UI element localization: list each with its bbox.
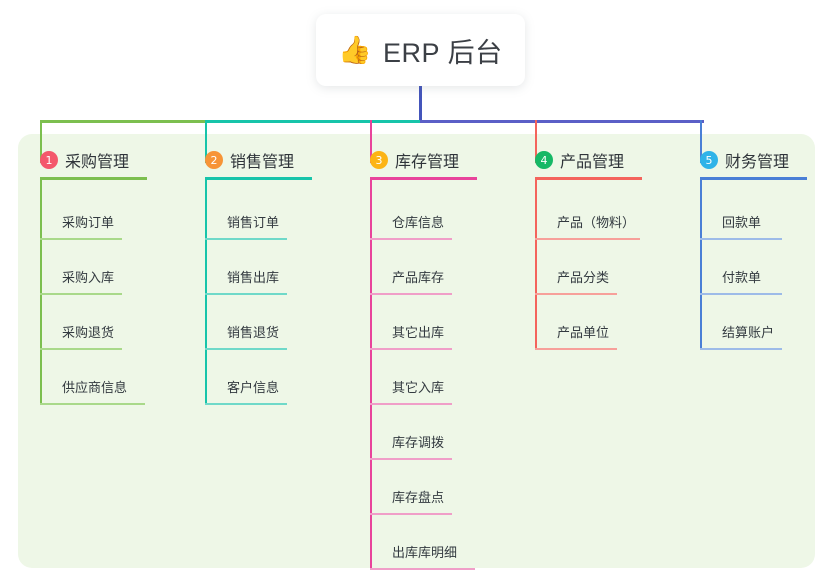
branch-index-badge: 3 <box>370 151 388 169</box>
drop-connector-1 <box>40 120 42 163</box>
leaf-node-label: 产品库存 <box>392 270 445 285</box>
leaf-node-label: 库存盘点 <box>392 490 445 505</box>
leaf-node-label: 采购入库 <box>62 270 115 285</box>
leaf-node-underline <box>205 293 287 295</box>
leaf-node-underline <box>205 348 287 350</box>
leaf-node-label: 销售退货 <box>227 325 280 340</box>
branch-header-label: 库存管理 <box>395 154 460 171</box>
branch-column-采购管理: 1 采购管理采购订单采购入库采购退货供应商信息 <box>40 148 147 405</box>
thumbs-up-icon: 👍 <box>338 34 373 65</box>
leaf-node-label: 结算账户 <box>722 325 775 340</box>
leaf-node-label: 供应商信息 <box>62 380 128 395</box>
leaf-node-label: 产品单位 <box>557 325 610 340</box>
leaf-node-underline <box>40 403 145 405</box>
leaf-node-underline <box>370 458 452 460</box>
leaf-node-label: 仓库信息 <box>392 215 445 230</box>
leaf-node-label: 其它出库 <box>392 325 445 340</box>
branch-column-库存管理: 3 库存管理仓库信息产品库存其它出库其它入库库存调拨库存盘点出库库明细 <box>370 148 477 570</box>
branch-stem <box>535 178 537 350</box>
leaf-node-label: 产品（物料） <box>557 215 636 230</box>
trunk-connector <box>419 86 422 123</box>
branch-index-badge: 2 <box>205 151 223 169</box>
leaf-node-underline <box>205 403 287 405</box>
leaf-node-underline <box>535 238 640 240</box>
leaf-node-label: 销售订单 <box>227 215 280 230</box>
bus-segment-teal <box>206 120 420 123</box>
leaf-node-underline <box>370 403 452 405</box>
branch-header-underline <box>205 177 312 180</box>
branch-header-采购管理[interactable]: 1 采购管理 <box>40 148 129 172</box>
leaf-node-label: 回款单 <box>722 215 762 230</box>
leaf-node-label: 采购退货 <box>62 325 115 340</box>
drop-connector-4 <box>535 120 537 163</box>
leaf-node-underline <box>370 513 452 515</box>
branch-header-销售管理[interactable]: 2 销售管理 <box>205 148 294 172</box>
bus-segment-purple <box>420 120 704 123</box>
leaf-node-label: 其它入库 <box>392 380 445 395</box>
branch-header-underline <box>370 177 477 180</box>
leaf-node-underline <box>370 568 475 570</box>
leaf-node-underline <box>40 238 122 240</box>
leaf-node-underline <box>40 293 122 295</box>
branch-header-产品管理[interactable]: 4 产品管理 <box>535 148 624 172</box>
branch-column-财务管理: 5 财务管理回款单付款单结算账户 <box>700 148 807 350</box>
leaf-node-underline <box>700 238 782 240</box>
drop-connector-5 <box>700 120 702 163</box>
root-node-title: ERP 后台 <box>383 37 503 68</box>
leaf-node-underline <box>370 293 452 295</box>
branch-index-badge: 5 <box>700 151 718 169</box>
leaf-node-underline <box>370 348 452 350</box>
branch-stem <box>40 178 42 405</box>
branch-stem <box>700 178 702 350</box>
drop-connector-2 <box>205 120 207 163</box>
branch-header-label: 销售管理 <box>230 154 295 171</box>
root-node-card[interactable]: 👍 ERP 后台 <box>316 14 525 86</box>
branch-header-库存管理[interactable]: 3 库存管理 <box>370 148 459 172</box>
leaf-node-underline <box>205 238 287 240</box>
leaf-node-underline <box>535 348 617 350</box>
leaf-node-label: 库存调拨 <box>392 435 445 450</box>
leaf-node-label: 客户信息 <box>227 380 280 395</box>
branch-header-underline <box>535 177 642 180</box>
branch-header-label: 产品管理 <box>560 154 625 171</box>
branch-header-label: 采购管理 <box>65 154 130 171</box>
branch-header-underline <box>700 177 807 180</box>
branch-column-产品管理: 4 产品管理产品（物料） 产品分类产品单位 <box>535 148 642 350</box>
leaf-node-underline <box>700 293 782 295</box>
leaf-node-label: 销售出库 <box>227 270 280 285</box>
branch-header-underline <box>40 177 147 180</box>
drop-connector-3 <box>370 120 372 163</box>
leaf-node-label: 出库库明细 <box>392 545 458 560</box>
branch-header-财务管理[interactable]: 5 财务管理 <box>700 148 789 172</box>
branch-index-badge: 4 <box>535 151 553 169</box>
leaf-node-underline <box>535 293 617 295</box>
leaf-node-label: 付款单 <box>722 270 762 285</box>
bus-segment-green <box>41 120 206 123</box>
branch-index-badge: 1 <box>40 151 58 169</box>
diagram-panel-background <box>18 134 815 568</box>
branch-stem <box>370 178 372 570</box>
leaf-node-label: 产品分类 <box>557 270 610 285</box>
leaf-node-underline <box>370 238 452 240</box>
branch-column-销售管理: 2 销售管理销售订单销售出库销售退货客户信息 <box>205 148 312 405</box>
leaf-node-underline <box>700 348 782 350</box>
branch-header-label: 财务管理 <box>725 154 790 171</box>
leaf-node-label: 采购订单 <box>62 215 115 230</box>
leaf-node-underline <box>40 348 122 350</box>
branch-stem <box>205 178 207 405</box>
